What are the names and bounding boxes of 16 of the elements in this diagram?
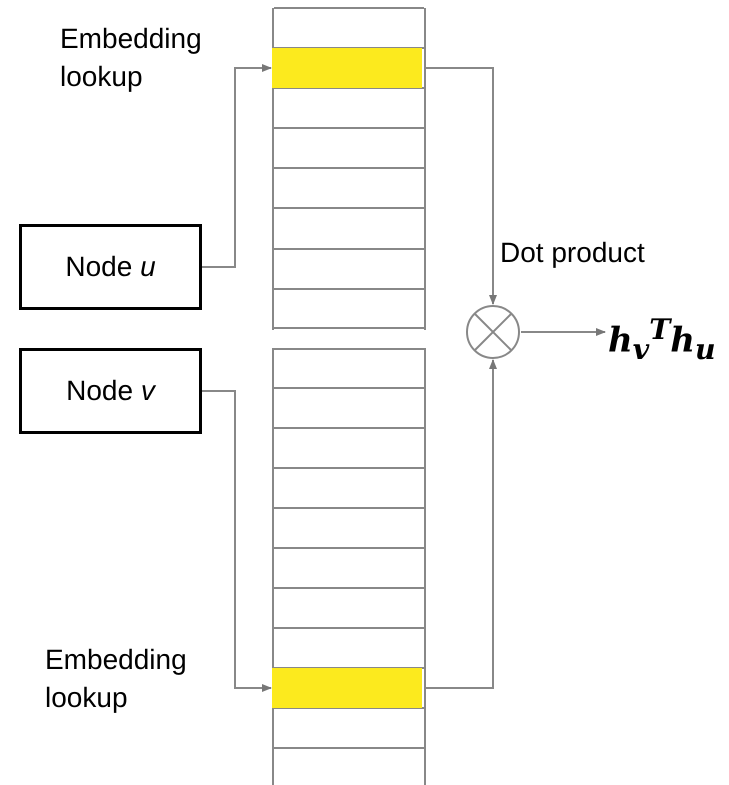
edge-label: Dot product xyxy=(500,236,646,270)
arrow xyxy=(202,64,272,268)
arrow xyxy=(521,328,606,336)
node-box: Node u xyxy=(19,224,202,310)
edge-label: Embedding lookup xyxy=(45,643,188,715)
edge-label: Embedding lookup xyxy=(60,22,203,94)
embedding-table xyxy=(272,8,426,330)
embedding-table xyxy=(272,348,426,785)
highlighted-embedding-row xyxy=(272,668,422,708)
multiply-operator xyxy=(466,305,520,359)
arrow xyxy=(426,359,497,689)
highlighted-embedding-row xyxy=(272,48,422,88)
dot-product-formula: h$_{v}$$^{T}$h$_{u}$ xyxy=(608,296,728,362)
arrow xyxy=(426,67,497,305)
node-box: Node v xyxy=(19,348,202,434)
arrow xyxy=(202,390,272,692)
